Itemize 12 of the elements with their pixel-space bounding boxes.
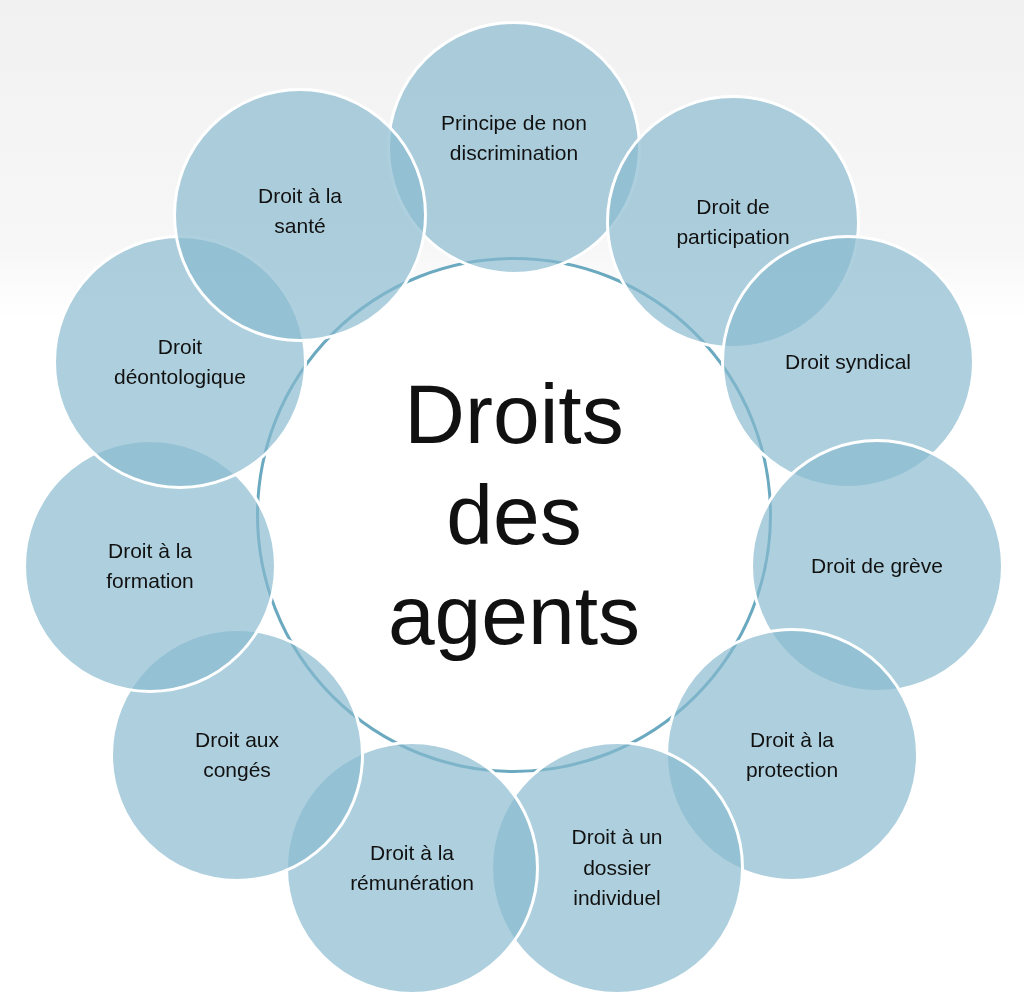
topic-label: Droit à un dossier individuel xyxy=(570,824,664,912)
topic-label: Droit de participation xyxy=(675,193,791,250)
topic-label: Principe de non discrimination xyxy=(440,109,588,166)
topic-label: Droit à la santé xyxy=(257,182,343,239)
center-title: Droits des agents xyxy=(386,365,642,665)
topic-label: Droit aux congés xyxy=(194,726,280,783)
topic-label: Droit déontologique xyxy=(113,333,247,390)
topic-label: Droit syndical xyxy=(784,348,911,375)
topic-label: Droit à la formation xyxy=(105,537,195,594)
topic-label: Droit à la protection xyxy=(744,726,840,783)
topic-label: Droit à la rémunération xyxy=(349,839,475,896)
topic-label: Droit de grève xyxy=(811,552,943,579)
